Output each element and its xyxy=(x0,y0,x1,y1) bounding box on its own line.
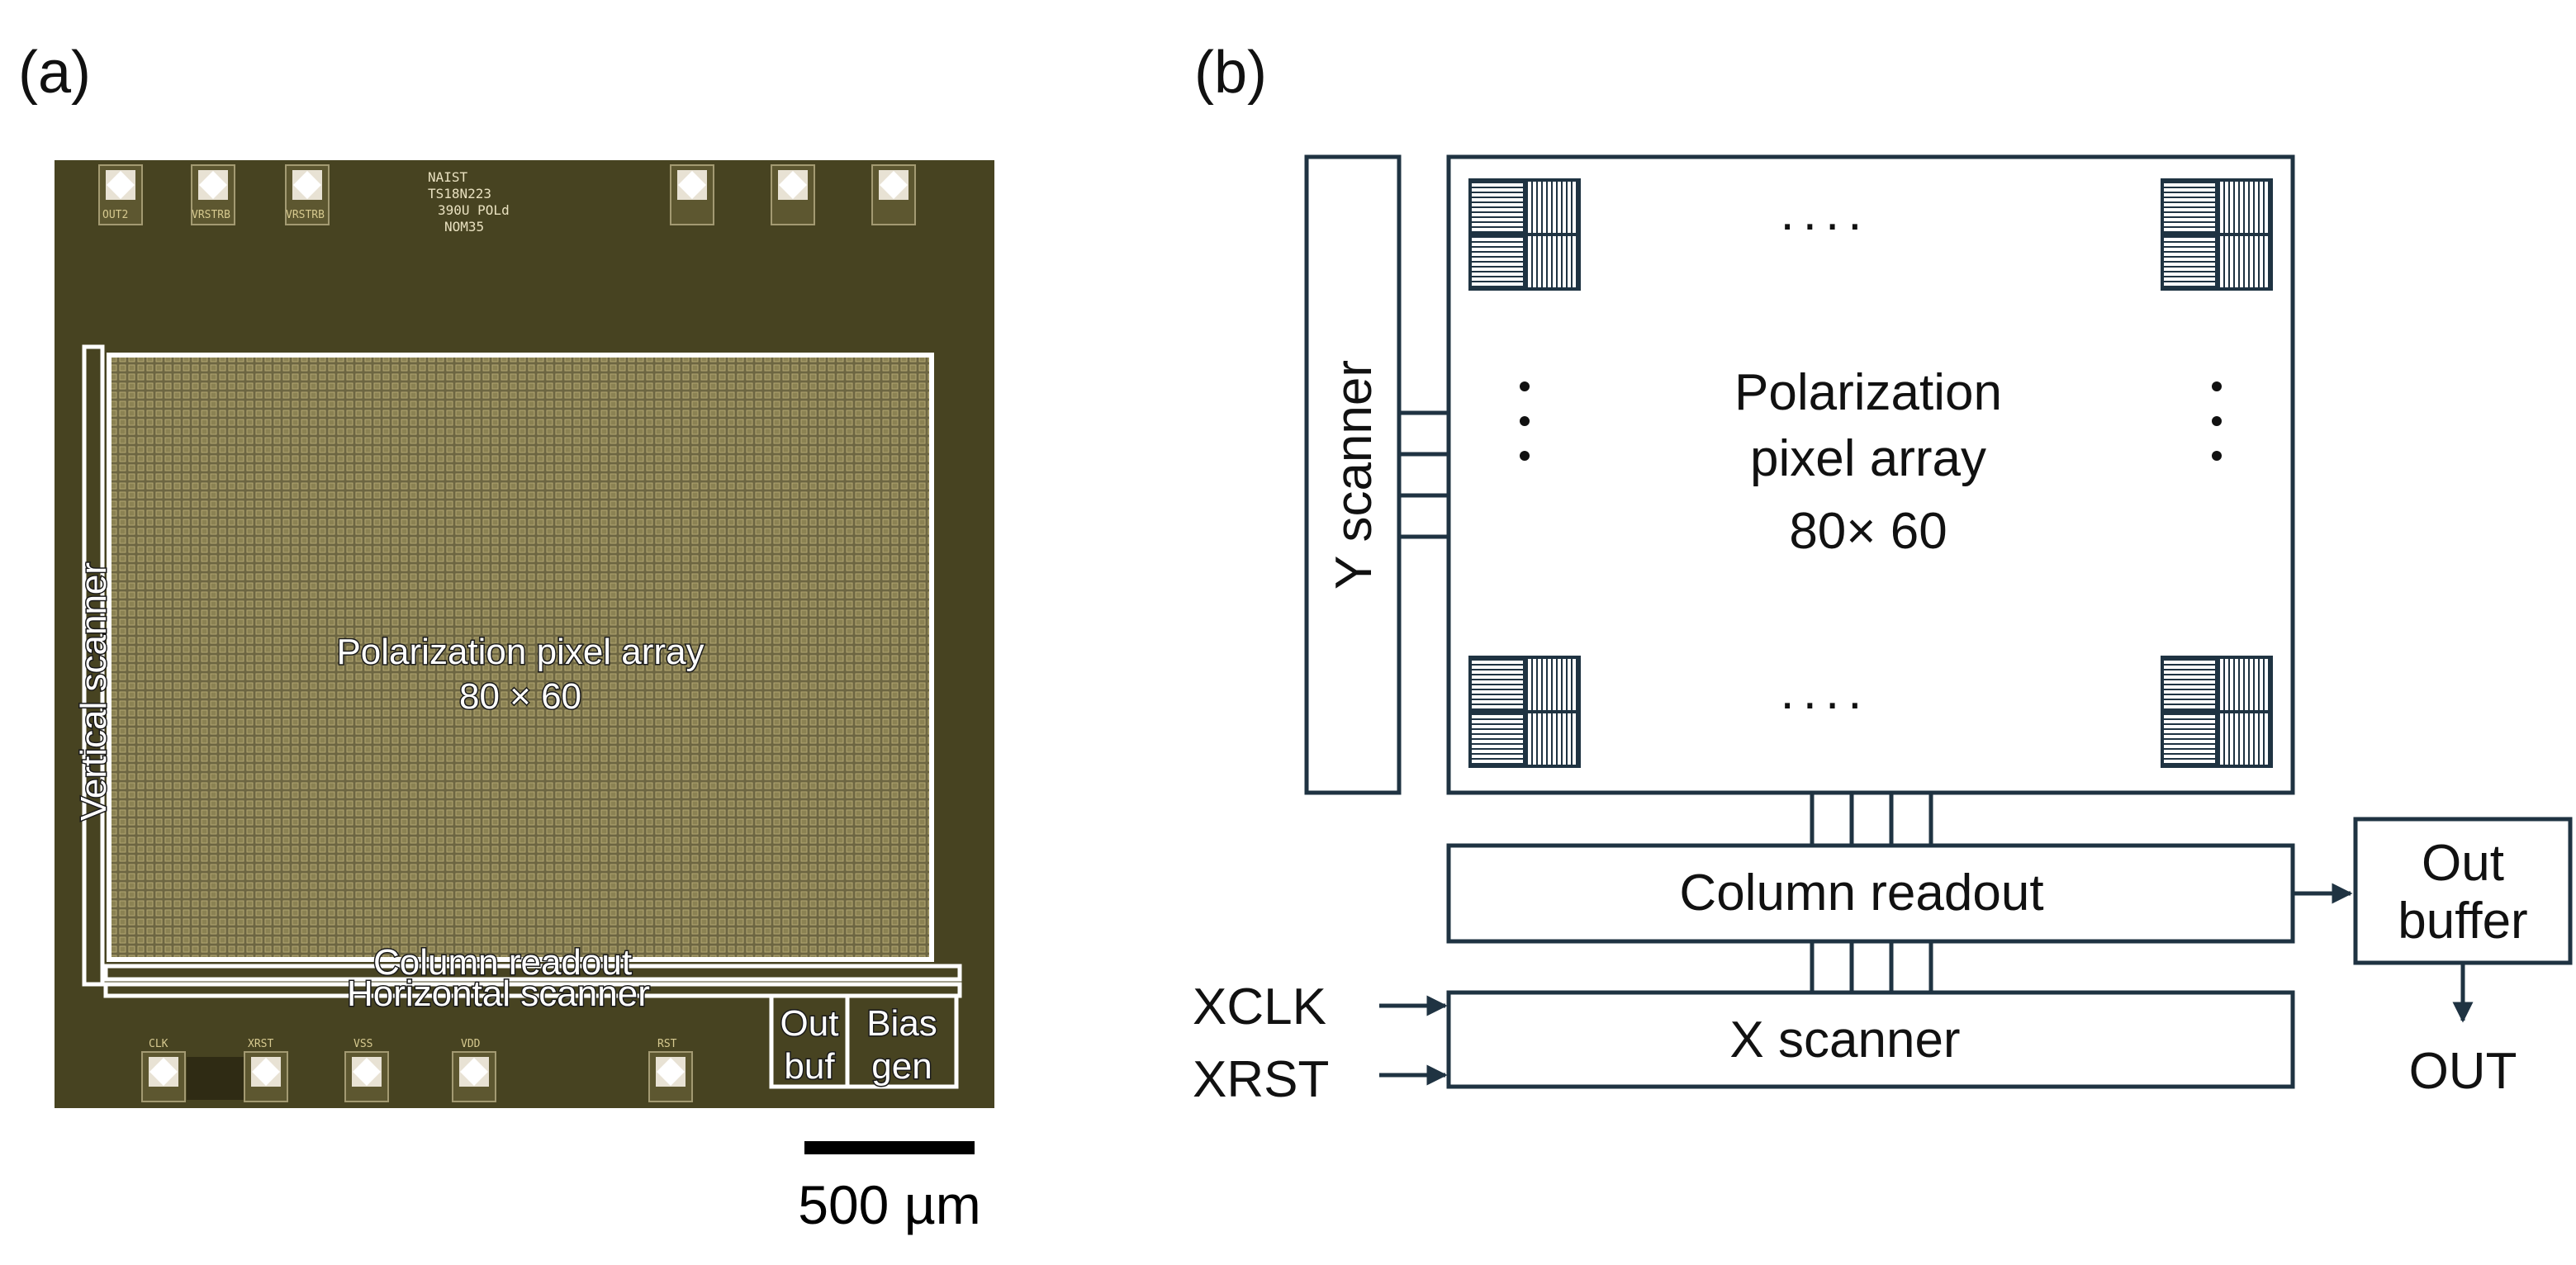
panel-b-label: (b) xyxy=(1194,40,1267,106)
y-scanner-label: Y scanner xyxy=(1326,360,1383,590)
chip-die: OUT2 VRSTRB VRSTRB xyxy=(55,160,994,1108)
x-scanner-label: X scanner xyxy=(1729,1012,1960,1068)
pixel-cell-bottom-right xyxy=(2161,656,2273,768)
chip-text-line: 390U POLd xyxy=(438,202,510,218)
pixel-array-block xyxy=(1446,154,2295,795)
column-readout-block xyxy=(1446,843,2295,944)
xrst-label: XRST xyxy=(1193,1051,1329,1108)
bond-pad: VRSTRB xyxy=(191,164,235,225)
bias-gen-outline xyxy=(845,993,959,1089)
column-readout-outline xyxy=(103,964,962,982)
ellipsis-top: .... xyxy=(1781,184,1871,241)
out-label: OUT xyxy=(2409,1043,2517,1100)
panel-a-label: (a) xyxy=(18,40,91,106)
scale-bar xyxy=(804,1141,975,1154)
bond-pad: VDD xyxy=(452,1038,496,1102)
y-scanner-block xyxy=(1304,154,1402,795)
out-buf-label-1: Out xyxy=(780,1003,839,1044)
column-wires-bottom xyxy=(1810,941,1933,993)
bond-pad xyxy=(670,164,714,225)
bond-pad: CLK xyxy=(141,1038,186,1102)
pixel-array-outline xyxy=(107,353,934,962)
out-buffer-label-2: buffer xyxy=(2398,893,2527,950)
ellipsis-left xyxy=(1520,381,1530,461)
xclk-label: XCLK xyxy=(1193,978,1326,1035)
scale-bar-label: 500 µm xyxy=(798,1174,980,1235)
bottom-dark-region xyxy=(187,1057,244,1100)
bond-pad: RST xyxy=(648,1038,693,1102)
pad-label: RST xyxy=(657,1038,677,1050)
bond-pad xyxy=(771,164,815,225)
pixel-array-size: 80 × 60 xyxy=(459,676,581,717)
ellipsis-right xyxy=(2212,381,2222,461)
pixel-array-title: Polarization pixel array xyxy=(336,632,704,672)
pad-label: OUT2 xyxy=(102,209,128,221)
bond-pad: VSS xyxy=(344,1038,389,1102)
pad-label: VSS xyxy=(353,1038,372,1050)
chip-text-line: NAIST xyxy=(428,169,468,185)
array-size: 80× 60 xyxy=(1789,503,1947,560)
pixel-cell-bottom-left xyxy=(1468,656,1581,768)
bond-pad: OUT2 xyxy=(98,164,143,225)
bond-pad: XRST xyxy=(244,1038,288,1102)
horizontal-scanner-label: Horizontal scanner xyxy=(347,974,650,1014)
panel-a: (a) OUT2 VRSTRB xyxy=(18,40,994,1235)
bias-gen-label-2: gen xyxy=(871,1046,932,1087)
array-title-line2: pixel array xyxy=(1750,430,1986,487)
pad-label: VRSTRB xyxy=(286,209,325,221)
ellipsis-bottom: .... xyxy=(1781,663,1871,720)
chip-text-line: NOM35 xyxy=(444,219,484,235)
column-wires-top xyxy=(1810,793,1933,846)
pad-label: CLK xyxy=(149,1038,168,1050)
bias-gen-label-1: Bias xyxy=(866,1003,937,1044)
bond-pad xyxy=(871,164,916,225)
out-buf-label-2: buf xyxy=(784,1046,835,1087)
pixel-cell-top-left xyxy=(1468,178,1581,291)
pixel-cell-top-right xyxy=(2161,178,2273,291)
chip-id-text: NAIST TS18N223 390U POLd NOM35 xyxy=(428,169,510,235)
y-scanner-wires xyxy=(1399,410,1449,539)
vertical-scanner-outline xyxy=(82,344,105,987)
pad-label: VDD xyxy=(461,1038,481,1050)
top-pad-row: OUT2 VRSTRB VRSTRB xyxy=(98,164,916,225)
out-buffer-label-1: Out xyxy=(2422,835,2504,892)
horizontal-scanner-outline xyxy=(103,982,962,998)
chip-text-line: TS18N223 xyxy=(428,186,491,201)
x-scanner-block xyxy=(1446,990,2295,1089)
vertical-scanner-label: Vertical scanner xyxy=(74,562,114,821)
bottom-pad-row: CLK XRST VSS xyxy=(141,1038,693,1102)
column-readout-label: Column readout xyxy=(373,942,632,983)
bond-pad: VRSTRB xyxy=(285,164,330,225)
pad-label: XRST xyxy=(248,1038,273,1050)
pixel-array-region xyxy=(111,357,930,958)
column-readout-label: Column readout xyxy=(1679,865,2043,922)
panel-b: (b) Y scanner xyxy=(1193,40,2573,1108)
array-title-line1: Polarization xyxy=(1734,364,2002,421)
pad-label: VRSTRB xyxy=(192,209,230,221)
